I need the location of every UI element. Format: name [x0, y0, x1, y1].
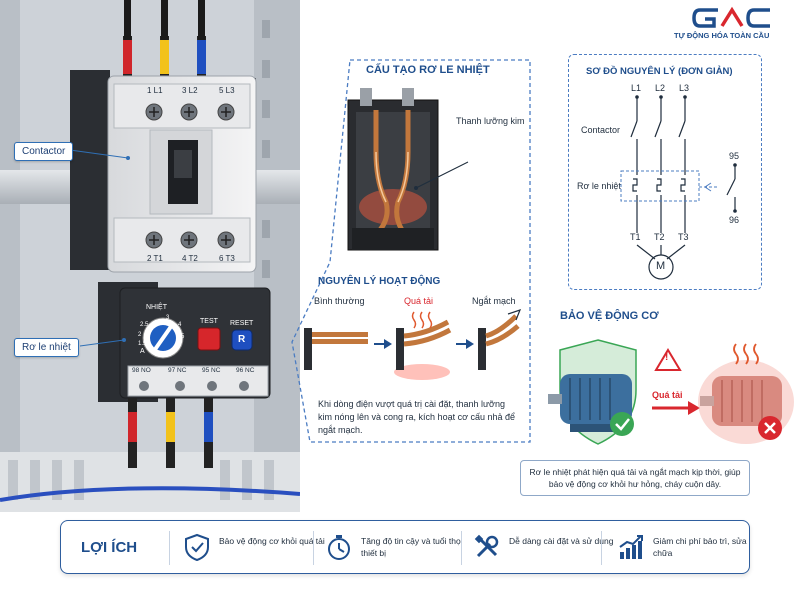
thermal-relay-callout: Rơ le nhiệt [14, 338, 79, 357]
relay-dial-label: NHIỆT [146, 304, 167, 311]
relay-contact-97: 97 NC [168, 367, 187, 374]
overload-arrow-label: Quá tải [652, 390, 683, 400]
relay-dial-tick-4: 4 [178, 322, 182, 328]
relay-dial-tick-5: 5 [181, 334, 185, 340]
schematic-title: SƠ ĐỒ NGUYÊN LÝ (ĐƠN GIẢN) [586, 66, 733, 77]
schematic-diagram-frame: L1 L2 L3 Contactor Rơ le nhiệt 95 96 T1 … [568, 54, 762, 290]
benefits-title: LỢI ÍCH [81, 539, 138, 556]
device-photo: 1 L1 3 L2 5 L3 2 T1 4 T2 6 T3 NHIỆT A 3 … [0, 0, 300, 512]
schematic-aux-95: 95 [729, 151, 740, 161]
relay-dial-tick-2: 2 [138, 332, 142, 338]
reset-button-label: RESET [230, 320, 254, 327]
tools-icon [474, 534, 499, 558]
terminal-bottom-2: 4 T2 [182, 254, 198, 263]
terminal-top-3: 5 L3 [219, 86, 235, 95]
schematic-t1: T1 [630, 232, 641, 242]
benefits-bar: LỢI ÍCH Bảo vệ động cơ khỏi quá tải Tăng… [60, 520, 750, 574]
growth-chart-icon [619, 535, 643, 559]
operating-principle-diagram [304, 309, 522, 380]
terminal-top-1: 1 L1 [147, 86, 163, 95]
terminal-top-2: 3 L2 [182, 86, 198, 95]
gac-logo-icon [692, 6, 770, 28]
benefits-divider [601, 531, 602, 565]
contactor-relay-illustration [0, 0, 300, 512]
relay-dial-tick-3: 3 [166, 315, 170, 321]
schematic-motor-symbol: M [656, 260, 666, 272]
relay-contact-95: 95 NC [202, 367, 221, 374]
terminal-bottom-3: 6 T3 [219, 254, 235, 263]
benefits-divider [169, 531, 170, 565]
stopwatch-icon [328, 535, 350, 560]
relay-dial-tick-1: 1 [172, 348, 176, 354]
warning-icon: ! [665, 352, 669, 363]
contactor-callout: Contactor [14, 142, 74, 161]
brand-logo [690, 4, 790, 44]
relay-dial-tick-1-5: 1.5 [138, 341, 147, 347]
principle-description: Khi dòng điện vượt quá trị cài đặt, than… [318, 399, 516, 435]
benefits-divider [461, 531, 462, 565]
state-trip-label: Ngắt mạch [472, 296, 516, 306]
motor-protection-illustration [548, 339, 794, 445]
schematic-contactor-label: Contactor [581, 125, 621, 135]
schematic-t3: T3 [678, 232, 689, 242]
benefits-divider [313, 531, 314, 565]
test-button-label: TEST [200, 318, 218, 325]
principle-title: NGUYÊN LÝ HOẠT ĐỘNG [318, 276, 441, 287]
schematic-t2: T2 [654, 232, 665, 242]
schematic-relay-label: Rơ le nhiệt [577, 181, 621, 191]
schematic-l2: L2 [655, 83, 666, 93]
benefit-text: Tăng độ tin cậy và tuổi thọ thiết bị [361, 536, 461, 558]
state-normal-label: Bình thường [314, 296, 365, 306]
benefit-text: Dễ dàng cài đặt và sử dụng [509, 536, 614, 546]
benefit-text: Giảm chi phí bảo trì, sửa chữa [653, 536, 747, 558]
schematic-l1: L1 [631, 83, 642, 93]
protection-description: Rơ le nhiệt phát hiện quá tải và ngắt mạ… [520, 460, 750, 496]
bimetal-strip-label: Thanh lưỡng kim [456, 116, 525, 126]
reset-button[interactable]: R [238, 334, 246, 345]
relay-contact-98: 98 NO [132, 367, 151, 374]
relay-dial-unit: A [140, 348, 145, 355]
benefit-text: Bảo vệ động cơ khỏi quá tải [219, 536, 325, 546]
structure-title: CẤU TẠO RƠ LE NHIỆT [366, 64, 490, 76]
relay-contact-96: 96 NC [236, 367, 255, 374]
brand-tagline: TỰ ĐỘNG HÓA TOÀN CẦU [674, 31, 770, 40]
shield-check-icon [185, 533, 209, 561]
terminal-bottom-1: 2 T1 [147, 254, 163, 263]
relay-dial-tick-2-5: 2.5 [140, 322, 149, 328]
protection-title: BẢO VỆ ĐỘNG CƠ [560, 310, 659, 322]
simplified-wiring-schematic [620, 95, 737, 280]
schematic-aux-96: 96 [729, 215, 740, 225]
structure-callout-frame [291, 59, 531, 443]
state-overload-label: Quá tải [404, 296, 434, 306]
schematic-l3: L3 [679, 83, 690, 93]
